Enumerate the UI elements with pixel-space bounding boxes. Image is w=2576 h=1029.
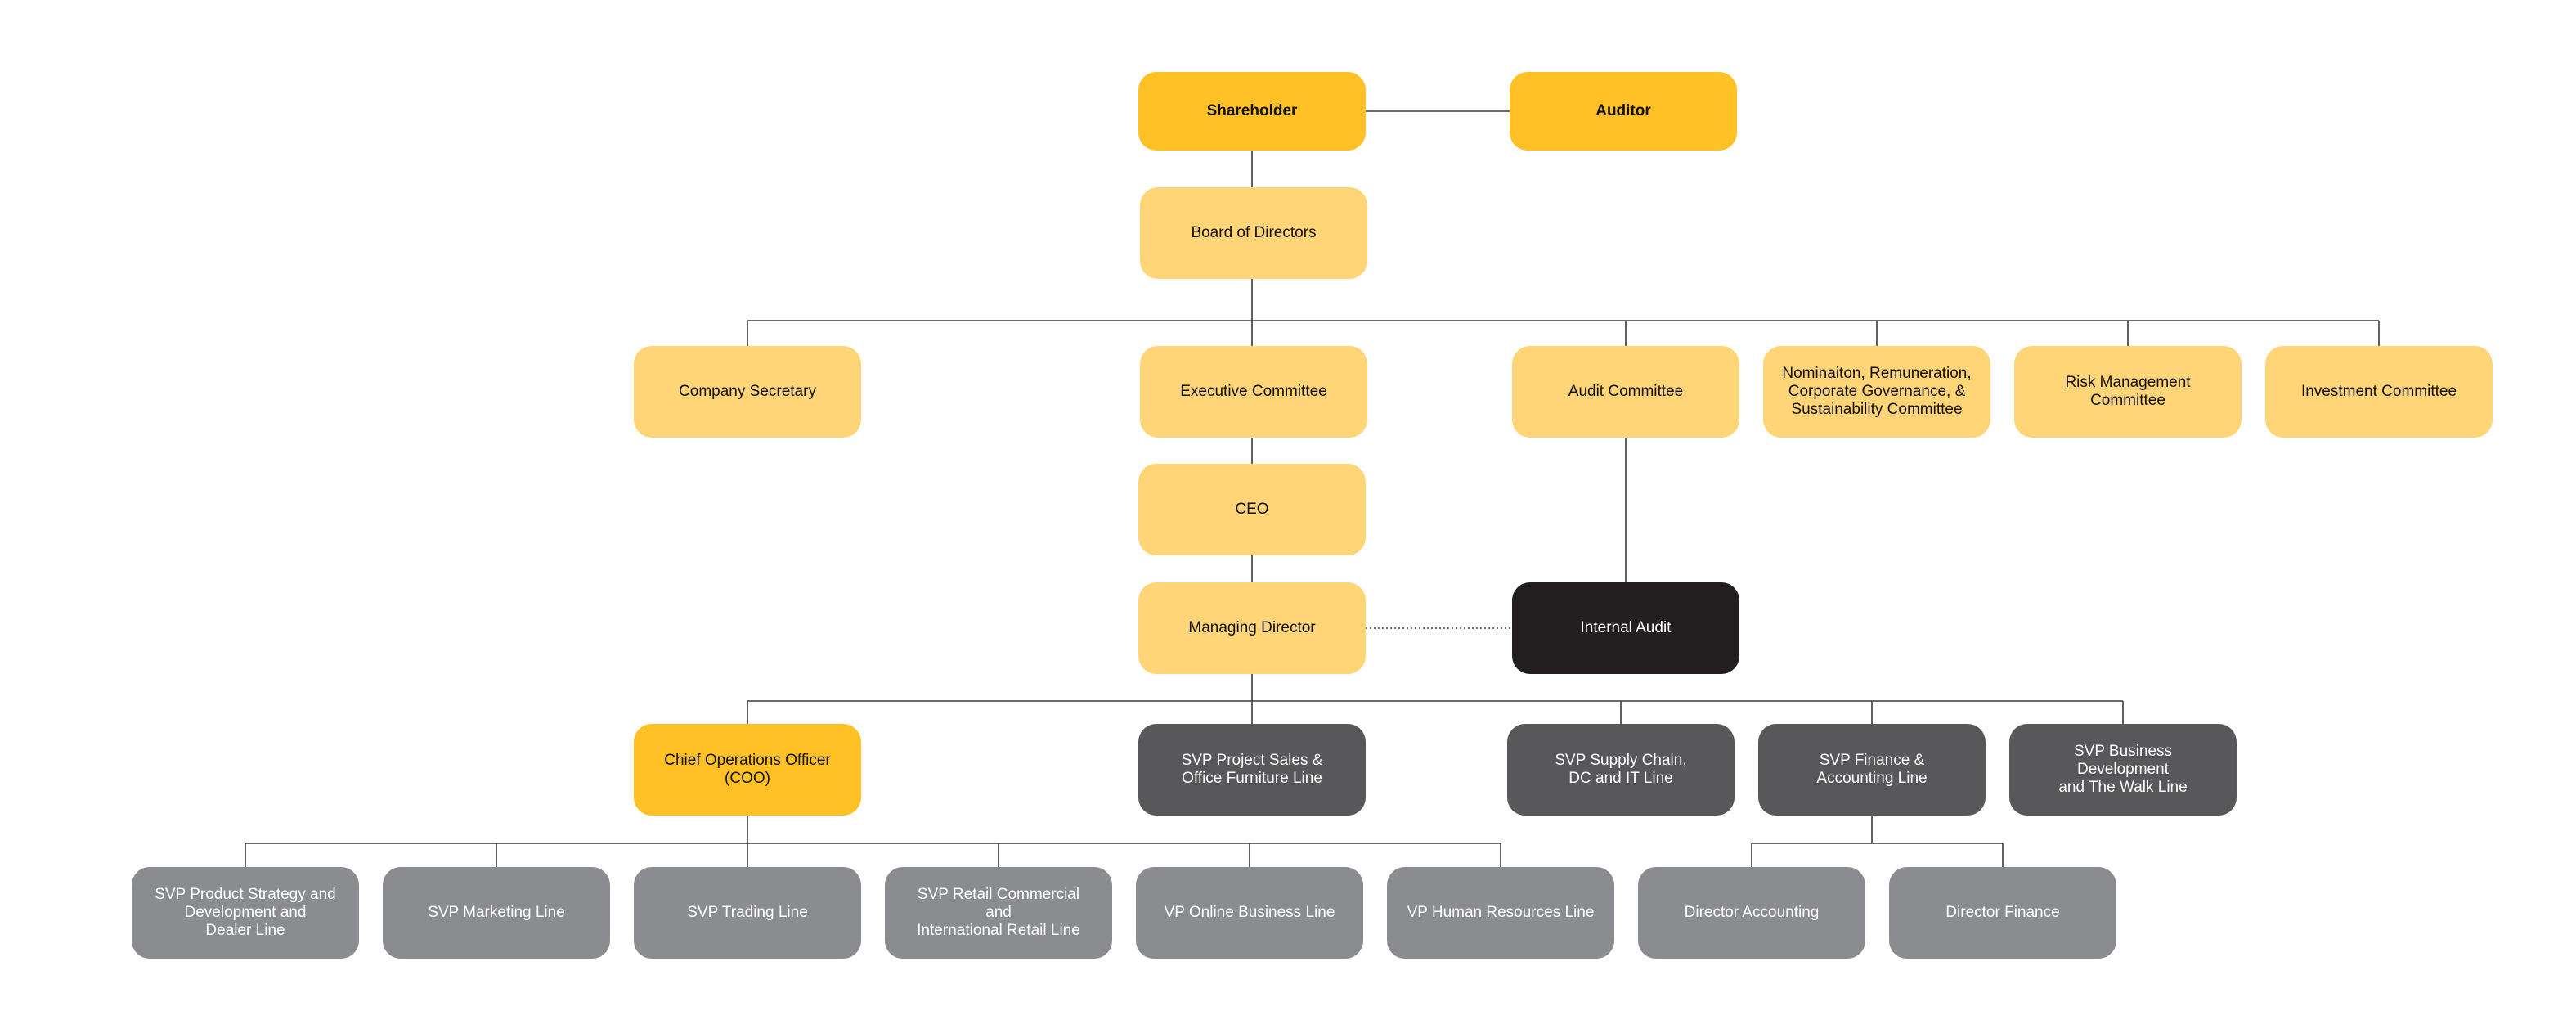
node-shareholder[interactable]: Shareholder [1138,72,1366,151]
node-vp-human-resources[interactable]: VP Human Resources Line [1387,867,1614,959]
node-internal-audit[interactable]: Internal Audit [1512,582,1739,674]
node-svp-marketing[interactable]: SVP Marketing Line [383,867,610,959]
node-investment-committee[interactable]: Investment Committee [2265,346,2493,438]
node-auditor[interactable]: Auditor [1510,72,1737,151]
node-company-secretary[interactable]: Company Secretary [634,346,861,438]
node-svp-supply-chain[interactable]: SVP Supply Chain, DC and IT Line [1507,724,1735,816]
node-svp-trading[interactable]: SVP Trading Line [634,867,861,959]
node-managing-director[interactable]: Managing Director [1138,582,1366,674]
node-director-finance[interactable]: Director Finance [1889,867,2116,959]
node-risk-management-committee[interactable]: Risk Management Committee [2014,346,2242,438]
node-nomination-committee[interactable]: Nominaiton, Remuneration, Corporate Gove… [1763,346,1990,438]
node-board-of-directors[interactable]: Board of Directors [1140,187,1367,279]
node-ceo[interactable]: CEO [1138,464,1366,555]
node-vp-online-business[interactable]: VP Online Business Line [1136,867,1363,959]
node-director-accounting[interactable]: Director Accounting [1638,867,1865,959]
node-executive-committee[interactable]: Executive Committee [1140,346,1367,438]
node-svp-retail-commercial[interactable]: SVP Retail Commercial and International … [885,867,1112,959]
node-coo[interactable]: Chief Operations Officer (COO) [634,724,861,816]
node-svp-project-sales[interactable]: SVP Project Sales & Office Furniture Lin… [1138,724,1366,816]
node-svp-business-development[interactable]: SVP Business Development and The Walk Li… [2009,724,2237,816]
node-audit-committee[interactable]: Audit Committee [1512,346,1739,438]
node-svp-finance[interactable]: SVP Finance & Accounting Line [1758,724,1986,816]
node-svp-product-strategy[interactable]: SVP Product Strategy and Development and… [132,867,359,959]
